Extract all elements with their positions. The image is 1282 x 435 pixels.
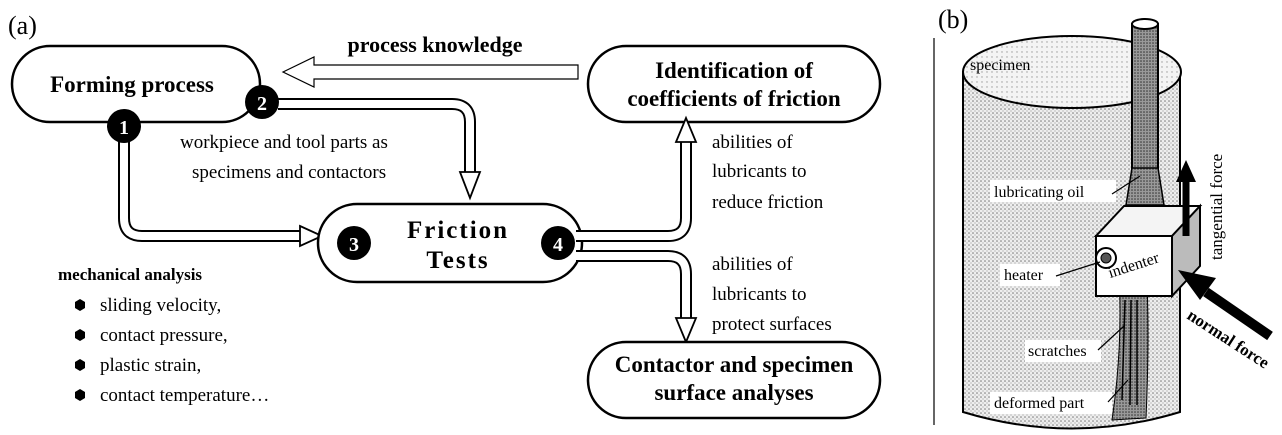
forming-process-label: Forming process (50, 72, 214, 97)
workpiece-text-line2: specimens and contactors (192, 162, 386, 183)
arrow-4-to-identification-outer (576, 140, 692, 242)
heater-leader (1055, 261, 1101, 277)
heater-core-icon (1100, 252, 1112, 264)
lubricating-oil-label-bg (990, 180, 1116, 202)
mechanical-analysis-title: mechanical analysis (58, 265, 202, 284)
bullet-icon (75, 299, 85, 311)
abilities-protect-line2: lubricants to (712, 284, 806, 305)
deformed-part-leader (1107, 379, 1129, 403)
marker-4-text: 4 (553, 234, 563, 256)
mechanical-analysis-list: sliding velocity, contact pressure, plas… (75, 295, 269, 406)
friction-tests-line1: Friction (407, 217, 509, 244)
marker-2-text: 2 (257, 93, 267, 115)
deformed-part-label: deformed part (994, 395, 1085, 412)
oil-nozzle (1125, 167, 1165, 206)
panel-b-label: (b) (938, 5, 968, 34)
normal-force-shaft (1203, 287, 1273, 341)
marker-2: 2 (245, 85, 279, 119)
specimen-label: specimen (970, 57, 1030, 74)
identification-label-line2: coefficients of friction (627, 86, 841, 111)
heater-label: heater (1004, 267, 1044, 284)
mechanical-item-3: plastic strain, (100, 355, 201, 376)
abilities-reduce-line2: lubricants to (712, 161, 806, 182)
arrow-1-to-3-inner (120, 128, 304, 240)
arrow-2-to-3-inner (276, 100, 474, 176)
marker-1: 1 (107, 109, 141, 143)
bullet-icon (75, 329, 85, 341)
panel-b: (b) specimen indenter tangential force n… (938, 5, 1273, 430)
panel-a: (a) Forming process process knowledge Id… (8, 11, 882, 420)
panel-a-label: (a) (8, 11, 37, 40)
identification-box (586, 44, 882, 124)
bullet-icon (75, 359, 85, 371)
abilities-protect-line1: abilities of (712, 254, 793, 275)
specimen-cylinder-top (962, 35, 1182, 109)
friction-tests-box (316, 202, 584, 284)
marker-3: 3 (337, 226, 371, 260)
marker-4: 4 (541, 226, 575, 260)
heater-label-bg (1000, 264, 1060, 286)
friction-tests-line2: Tests (426, 247, 489, 274)
abilities-reduce-line3: reduce friction (712, 192, 824, 213)
abilities-reduce-line1: abilities of (712, 132, 793, 153)
mechanical-item-4: contact temperature… (100, 385, 269, 406)
lubricating-oil-leader (1111, 175, 1141, 195)
marker-1-text: 1 (119, 117, 129, 139)
tangential-force-label: tangential force (1207, 154, 1226, 260)
oil-tube (1131, 23, 1159, 175)
abilities-protect-line3: protect surfaces (712, 314, 832, 335)
arrow-4-to-identification-head (674, 115, 698, 143)
normal-force-arrowhead (1178, 270, 1216, 300)
arrow-1-to-3-head (299, 224, 325, 248)
scratches-label-bg (1025, 340, 1101, 362)
arrow-4-to-identification-inner (574, 138, 690, 240)
scratch-line (1129, 299, 1132, 406)
oil-tube-opening (1131, 18, 1159, 30)
contactor-label-line2: surface analyses (654, 380, 813, 405)
scratches-leader (1097, 325, 1125, 351)
process-knowledge-arrow (281, 56, 579, 88)
contactor-box (586, 340, 882, 420)
process-knowledge-label: process knowledge (348, 32, 523, 57)
deformed-part-label-bg (990, 392, 1112, 414)
workpiece-text-line1: workpiece and tool parts as (180, 132, 388, 153)
contactor-label-line1: Contactor and specimen (615, 352, 854, 377)
bullet-icon (75, 389, 85, 401)
scratch-line (1121, 299, 1126, 401)
arrow-4-to-contactor-head (674, 317, 698, 345)
arrow-4-to-contactor-inner (574, 252, 690, 322)
arrow-4-to-contactor-outer (576, 250, 692, 320)
lubricating-oil-label: lubricating oil (994, 184, 1085, 201)
mechanical-item-1: sliding velocity, (100, 295, 221, 316)
marker-3-text: 3 (349, 234, 359, 256)
arrow-2-to-3-head (458, 171, 482, 201)
tangential-force-arrowhead (1176, 160, 1196, 182)
normal-force-label: normal force (1184, 305, 1273, 372)
identification-label-line1: Identification of (655, 58, 813, 83)
mechanical-item-2: contact pressure, (100, 325, 228, 346)
scratches-label: scratches (1028, 343, 1087, 360)
